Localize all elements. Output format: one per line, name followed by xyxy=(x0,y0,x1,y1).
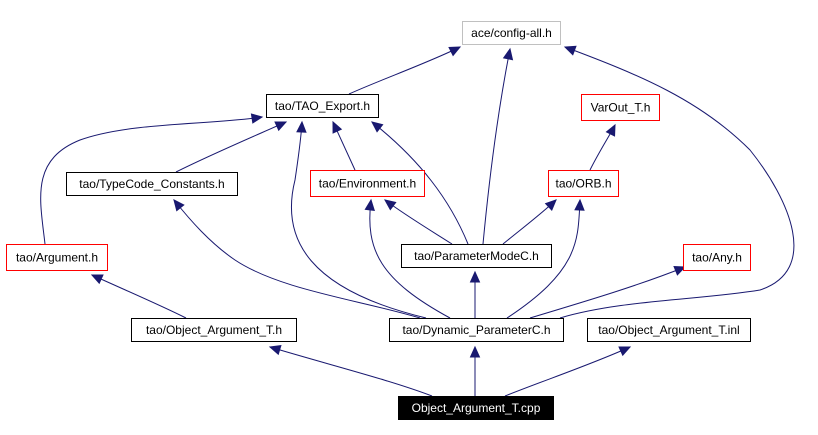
node-box xyxy=(548,170,619,197)
edge-layer xyxy=(40,45,795,397)
arrowhead-icon xyxy=(173,199,185,212)
node-parametermode[interactable]: tao/ParameterModeC.h xyxy=(401,244,552,268)
edge-object-argument-h-to-argument xyxy=(90,274,187,319)
edge-parametermode-to-tao-export xyxy=(371,121,469,245)
node-object-argument-cpp[interactable]: Object_Argument_T.cpp xyxy=(398,396,554,420)
node-label: tao/Argument.h xyxy=(16,251,98,265)
arrowhead-icon xyxy=(574,198,585,211)
arrowhead-icon xyxy=(268,344,282,356)
arrowhead-icon xyxy=(618,346,632,357)
node-box xyxy=(587,318,751,342)
node-layer: ace/config-all.h tao/TAO_Export.h VarOut_T… xyxy=(6,21,751,420)
edge-line xyxy=(291,121,427,319)
node-box xyxy=(401,244,552,268)
edge-environment-to-tao-export xyxy=(332,120,356,171)
node-label: tao/ORB.h xyxy=(555,177,611,191)
arrowhead-icon xyxy=(605,123,616,137)
node-object-argument-h[interactable]: tao/Object_Argument_T.h xyxy=(131,318,297,342)
edge-orb-to-varout xyxy=(589,123,616,171)
node-label: tao/TypeCode_Constants.h xyxy=(79,177,224,191)
edge-line xyxy=(482,48,511,245)
edge-typecode-constants-to-tao-export xyxy=(175,121,288,173)
node-label: tao/Dynamic_ParameterC.h xyxy=(402,323,550,337)
node-label: Object_Argument_T.cpp xyxy=(412,401,541,415)
node-dynamic-parameter[interactable]: tao/Dynamic_ParameterC.h xyxy=(389,318,564,342)
arrowhead-icon xyxy=(469,270,481,283)
edge-line xyxy=(559,46,795,319)
edge-tao-export-to-config-all xyxy=(348,46,462,95)
arrowhead-icon xyxy=(90,274,104,285)
arrowhead-icon xyxy=(274,121,288,132)
edge-dynamic-parameter-to-tao-export xyxy=(291,120,427,319)
edge-dynamic-parameter-to-any xyxy=(529,266,687,319)
edge-line xyxy=(506,199,581,319)
node-label: tao/TAO_Export.h xyxy=(275,99,370,113)
arrowhead-icon xyxy=(332,120,343,134)
node-label: tao/Environment.h xyxy=(319,177,416,191)
node-tao-export[interactable]: tao/TAO_Export.h xyxy=(266,94,379,118)
edge-line xyxy=(40,116,263,245)
edge-line xyxy=(173,199,421,319)
arrowhead-icon xyxy=(384,199,397,211)
node-argument[interactable]: tao/Argument.h xyxy=(6,244,108,271)
arrowhead-icon xyxy=(673,266,687,276)
arrowhead-icon xyxy=(364,198,375,212)
node-box xyxy=(398,396,554,420)
node-label: tao/ParameterModeC.h xyxy=(414,249,539,263)
edge-line xyxy=(529,266,686,319)
edge-object-argument-cpp-to-dynamic-parameter xyxy=(469,345,481,396)
edge-line xyxy=(91,274,187,319)
arrowhead-icon xyxy=(563,45,577,56)
edge-object-argument-cpp-to-object-argument-inl xyxy=(504,346,632,397)
node-box xyxy=(266,94,379,118)
edge-line xyxy=(348,46,461,95)
edge-parametermode-to-config-all xyxy=(482,47,514,245)
node-label: VarOut_T.h xyxy=(591,101,651,115)
edge-dynamic-parameter-to-environment xyxy=(364,198,451,319)
edge-line xyxy=(384,199,453,245)
arrowhead-icon xyxy=(250,113,264,124)
edge-line xyxy=(371,121,469,245)
node-box xyxy=(6,244,108,271)
edge-argument-to-tao-export xyxy=(40,113,264,245)
edge-dynamic-parameter-to-parametermode xyxy=(469,270,481,318)
edge-dynamic-parameter-to-config-all xyxy=(559,45,795,319)
edge-object-argument-cpp-to-object-argument-h xyxy=(268,344,433,397)
edge-line xyxy=(504,346,631,397)
node-box xyxy=(310,170,425,197)
node-box xyxy=(581,94,660,121)
node-box xyxy=(131,318,297,342)
arrowhead-icon xyxy=(502,47,514,61)
edge-line xyxy=(175,121,287,173)
node-label: tao/Object_Argument_T.h xyxy=(146,323,282,337)
node-environment[interactable]: tao/Environment.h xyxy=(310,170,425,197)
edge-parametermode-to-environment xyxy=(384,199,453,245)
node-label: tao/Any.h xyxy=(692,251,742,265)
node-orb[interactable]: tao/ORB.h xyxy=(548,170,619,197)
edge-line xyxy=(369,199,451,319)
edge-dynamic-parameter-to-orb xyxy=(506,198,585,319)
edge-dynamic-parameter-to-typecode-constants xyxy=(173,199,421,319)
node-box xyxy=(462,21,561,45)
arrowhead-icon xyxy=(371,121,384,133)
node-label: tao/Object_Argument_T.inl xyxy=(598,323,739,337)
arrowhead-icon xyxy=(448,46,462,57)
node-box xyxy=(66,172,238,196)
node-typecode-constants[interactable]: tao/TypeCode_Constants.h xyxy=(66,172,238,196)
edge-parametermode-to-orb xyxy=(502,199,557,245)
node-box xyxy=(389,318,564,342)
arrowhead-icon xyxy=(469,345,481,358)
arrowhead-icon xyxy=(544,199,557,212)
node-config-all[interactable]: ace/config-all.h xyxy=(462,21,561,45)
edge-line xyxy=(269,346,433,397)
node-label: ace/config-all.h xyxy=(471,26,552,40)
node-object-argument-inl[interactable]: tao/Object_Argument_T.inl xyxy=(587,318,751,342)
arrowhead-icon xyxy=(296,120,307,133)
node-box xyxy=(683,244,751,271)
node-varout[interactable]: VarOut_T.h xyxy=(581,94,660,121)
node-any[interactable]: tao/Any.h xyxy=(683,244,751,271)
